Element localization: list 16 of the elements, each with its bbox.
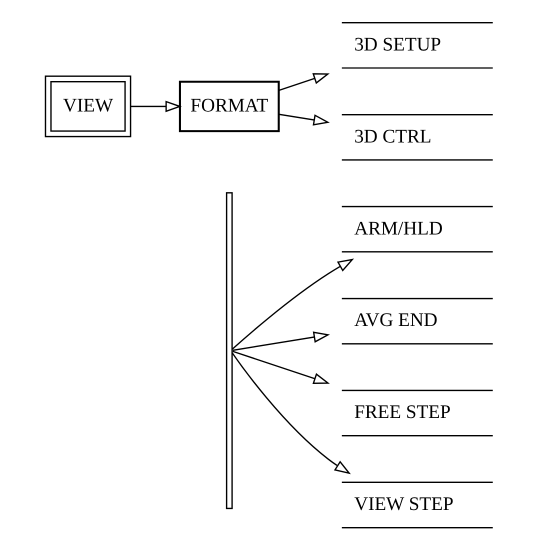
node-text: 3D SETUP <box>354 34 441 56</box>
node-bar <box>225 192 232 510</box>
arrow <box>232 350 330 384</box>
node-box: VIEW <box>44 76 131 138</box>
node-text: VIEW STEP <box>354 494 454 516</box>
arrow <box>232 331 330 351</box>
arrow <box>130 100 182 112</box>
arrow <box>232 258 354 350</box>
arrow <box>278 114 330 126</box>
node-text: AVG END <box>354 310 438 332</box>
node-text: FREE STEP <box>354 402 450 424</box>
arrow <box>278 73 330 91</box>
arrow <box>231 352 350 474</box>
node-box: FORMAT <box>178 80 280 132</box>
node-text: ARM/HLD <box>354 218 442 240</box>
node-text: 3D CTRL <box>354 126 432 148</box>
